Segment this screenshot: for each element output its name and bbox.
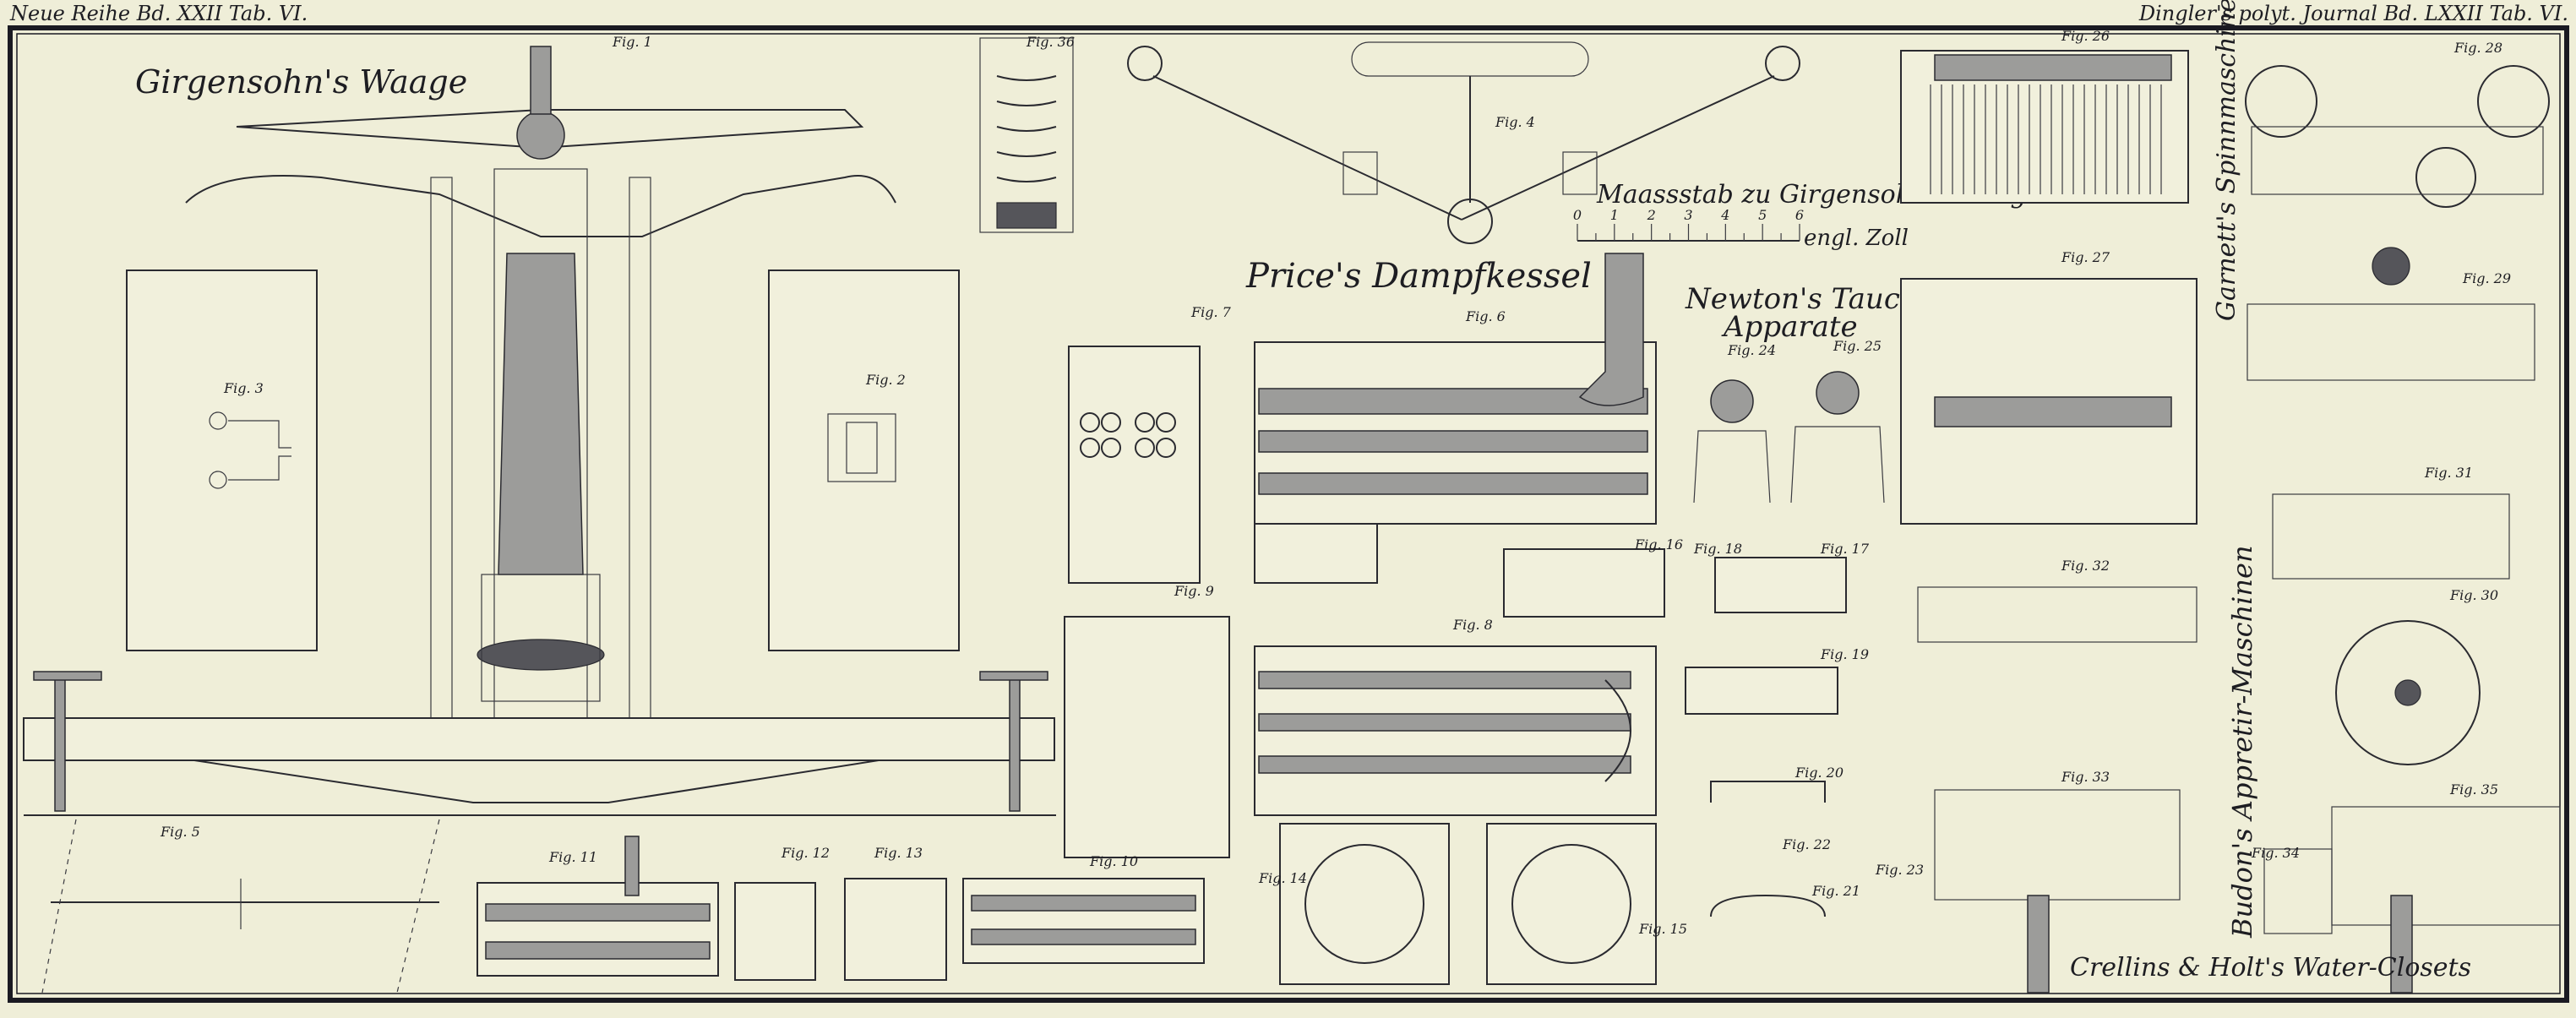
figure-label: Fig. 11 xyxy=(548,849,597,865)
scale-tick-label: 2 xyxy=(1647,207,1656,223)
figure-label: Fig. 8 xyxy=(1452,617,1493,633)
figure-label: Fig. 32 xyxy=(2061,558,2110,574)
figure-label: Fig. 19 xyxy=(1820,646,1869,662)
figure-label: Fig. 18 xyxy=(1693,541,1742,557)
figure-label: Fig. 3 xyxy=(223,380,264,396)
fig2-box xyxy=(768,269,960,651)
figure-label: Fig. 20 xyxy=(1794,765,1844,781)
fig36-fig4-drawing xyxy=(979,37,1800,244)
figure-label: Fig. 7 xyxy=(1190,304,1232,320)
scale-tick-label: 4 xyxy=(1720,207,1729,223)
header-left: Neue Reihe Bd. XXII Tab. VI. xyxy=(9,2,308,25)
girgensohn-scale-drawing: Girgensohn's Waage xyxy=(23,46,1056,994)
figure-label: Fig. 12 xyxy=(781,845,830,861)
figure-label: Fig. 6 xyxy=(1465,308,1506,324)
scale-unit: engl. Zoll xyxy=(1804,226,1909,251)
girgensohn-title: Girgensohn's Waage xyxy=(135,63,467,101)
figure-label: Fig. 5 xyxy=(160,824,200,840)
figure-label: Fig. 10 xyxy=(1089,853,1138,869)
tube-end xyxy=(1080,412,1100,433)
figure-label: Fig. 2 xyxy=(865,372,906,388)
tube-end xyxy=(1101,412,1121,433)
header-right: Dingler's polyt. Journal Bd. LXXII Tab. … xyxy=(2138,2,2568,25)
newton-title-2: Apparate xyxy=(1721,310,1858,344)
garnett-title: Garnett's Spinnmaschine xyxy=(2212,0,2241,321)
figure-label: Fig. 34 xyxy=(2251,845,2300,861)
tube-end xyxy=(1135,412,1155,433)
plate-border-outer xyxy=(8,25,2569,1003)
budon-title: Budon's Appretir-Maschinen xyxy=(2226,545,2258,939)
scale-tick-label: 3 xyxy=(1684,207,1692,223)
tube-end xyxy=(1156,438,1176,458)
figure-label: Fig. 9 xyxy=(1174,583,1214,599)
newton-diving-drawing: Newton's Tauch- Apparate xyxy=(1685,282,1928,504)
figure-label: Fig. 31 xyxy=(2424,465,2473,481)
figure-label: Fig. 1 xyxy=(612,34,652,50)
tube-end xyxy=(1156,412,1176,433)
figure-label: Fig. 13 xyxy=(874,845,923,861)
price-title: Price's Dampfkessel xyxy=(1245,257,1592,296)
figure-label: Fig. 27 xyxy=(2061,249,2110,265)
figure-label: Fig. 30 xyxy=(2449,587,2498,603)
fig3-box xyxy=(126,269,318,651)
crellins-title: Crellins & Holt's Water-Closets xyxy=(2070,953,2471,983)
figure-label: Fig. 17 xyxy=(1820,541,1870,557)
figure-label: Fig. 23 xyxy=(1875,862,1924,878)
figure-label: Fig. 21 xyxy=(1811,883,1860,899)
tube-end xyxy=(1135,438,1155,458)
scale-tick-label: 6 xyxy=(1795,207,1804,223)
figure-label: Fig. 24 xyxy=(1727,342,1776,358)
scale-tick-label: 1 xyxy=(1610,207,1619,223)
figure-label: Fig. 35 xyxy=(2449,781,2498,798)
newton-title-1: Newton's Tauch- xyxy=(1685,282,1928,316)
figure-label: Fig. 14 xyxy=(1258,870,1307,886)
scale-tick-label: 5 xyxy=(1758,207,1767,223)
price-boiler-drawing: Price's Dampfkessel xyxy=(477,253,1847,985)
plate-border-inner xyxy=(16,33,2561,994)
figure-label: Fig. 22 xyxy=(1782,836,1831,852)
figure-label: Fig. 36 xyxy=(1026,34,1075,50)
figure-label: Fig. 4 xyxy=(1495,114,1535,130)
figure-label: Fig. 28 xyxy=(2453,40,2502,56)
tube-end xyxy=(1080,438,1100,458)
figure-label: Fig. 29 xyxy=(2462,270,2511,286)
figure-label: Fig. 16 xyxy=(1634,536,1683,553)
figure-label: Fig. 25 xyxy=(1833,338,1882,354)
tube-end xyxy=(1101,438,1121,458)
figure-label: Fig. 15 xyxy=(1638,921,1687,937)
figure-label: Fig. 33 xyxy=(2061,769,2110,785)
figure-label: Fig. 26 xyxy=(2061,28,2110,44)
spinning-machine-drawing: Garnett's Spinnmaschine Budon's Appretir… xyxy=(1900,0,2561,994)
scale-tick-label: 0 xyxy=(1573,207,1582,223)
